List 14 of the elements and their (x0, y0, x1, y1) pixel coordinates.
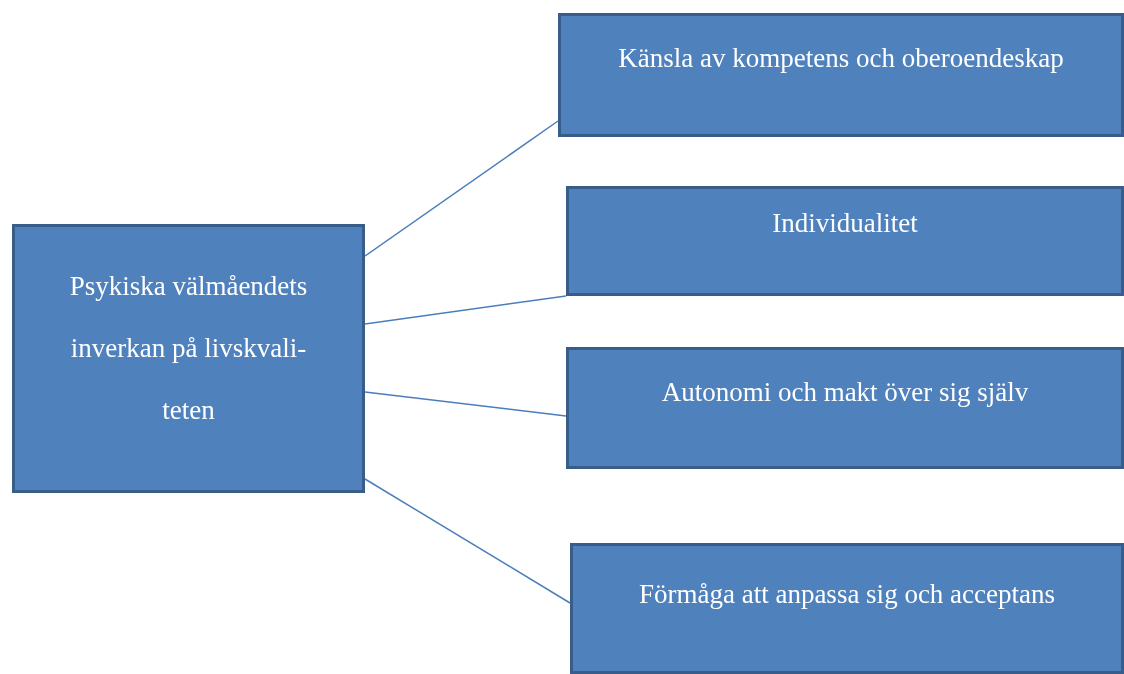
connector-line (364, 120, 559, 257)
box-label: Förmåga att anpassa sig och acceptans (638, 578, 1056, 611)
box-label: Autonomi och makt över sig själv (661, 376, 1029, 409)
process-box (12, 224, 365, 493)
box-label: Individualitet (772, 207, 918, 240)
process-box (570, 543, 1124, 674)
process-box (566, 347, 1124, 469)
connector-line (364, 478, 571, 604)
process-box (558, 13, 1124, 137)
process-box (566, 186, 1124, 296)
connector-line (364, 391, 567, 417)
box-label: Känsla av kompetens och oberoendeskap (618, 42, 1064, 75)
connector-line (364, 295, 567, 325)
box-label: Psykiska välmåendets inverkan på livskvali-teten (68, 270, 309, 427)
